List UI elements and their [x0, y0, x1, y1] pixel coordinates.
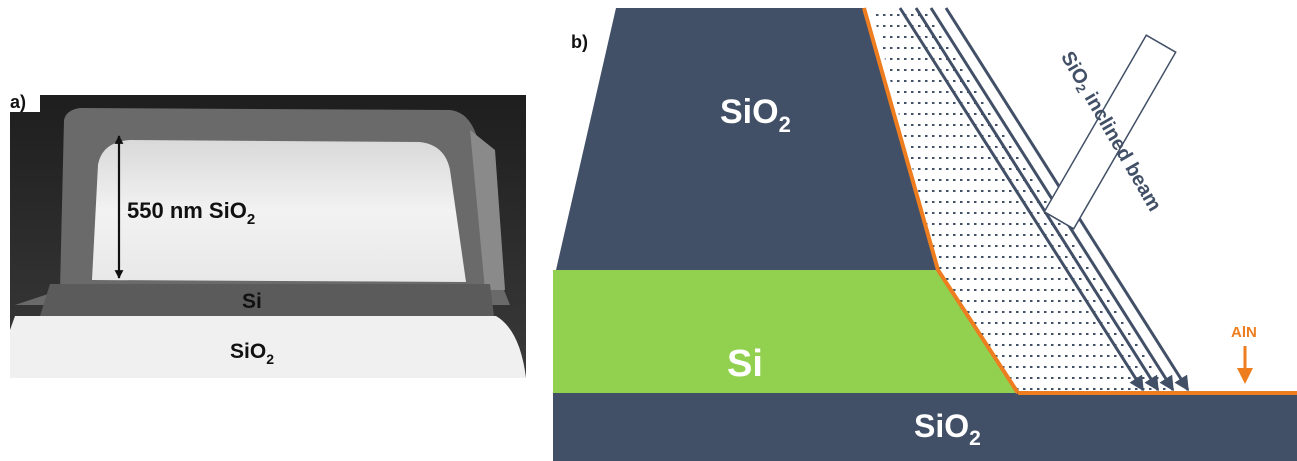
sem-image [10, 95, 526, 378]
si-layer [553, 270, 1018, 393]
aln-label: AlN [1231, 324, 1257, 341]
top-sio2-label: SiO2 [720, 93, 791, 137]
top-sio2-layer [556, 8, 938, 270]
beam-arrow [898, 7, 1145, 392]
panel-a-label: a) [10, 92, 26, 112]
sem-si-band [40, 284, 494, 316]
sem-si-label: Si [242, 290, 262, 313]
sem-substrate [10, 316, 526, 378]
aln-sidewall [862, 7, 1020, 395]
beam-label-box [1043, 34, 1177, 230]
thickness-label: 550 nm SiO2 [127, 198, 255, 228]
bottom-sio2-label: SiO2 [914, 408, 981, 450]
sem-striation [470, 130, 505, 290]
sem-sio2-label: SiO2 [230, 340, 274, 367]
substrate-sio2 [553, 393, 1297, 461]
sem-ridge-sio2 [92, 140, 466, 282]
aln-arrow-head [1237, 368, 1253, 384]
si-label: Si [727, 343, 763, 385]
panel-a-label-bg [8, 88, 40, 112]
schematic [553, 7, 1297, 461]
beam-arrow [914, 7, 1160, 392]
panel-b-label: b) [571, 32, 588, 52]
